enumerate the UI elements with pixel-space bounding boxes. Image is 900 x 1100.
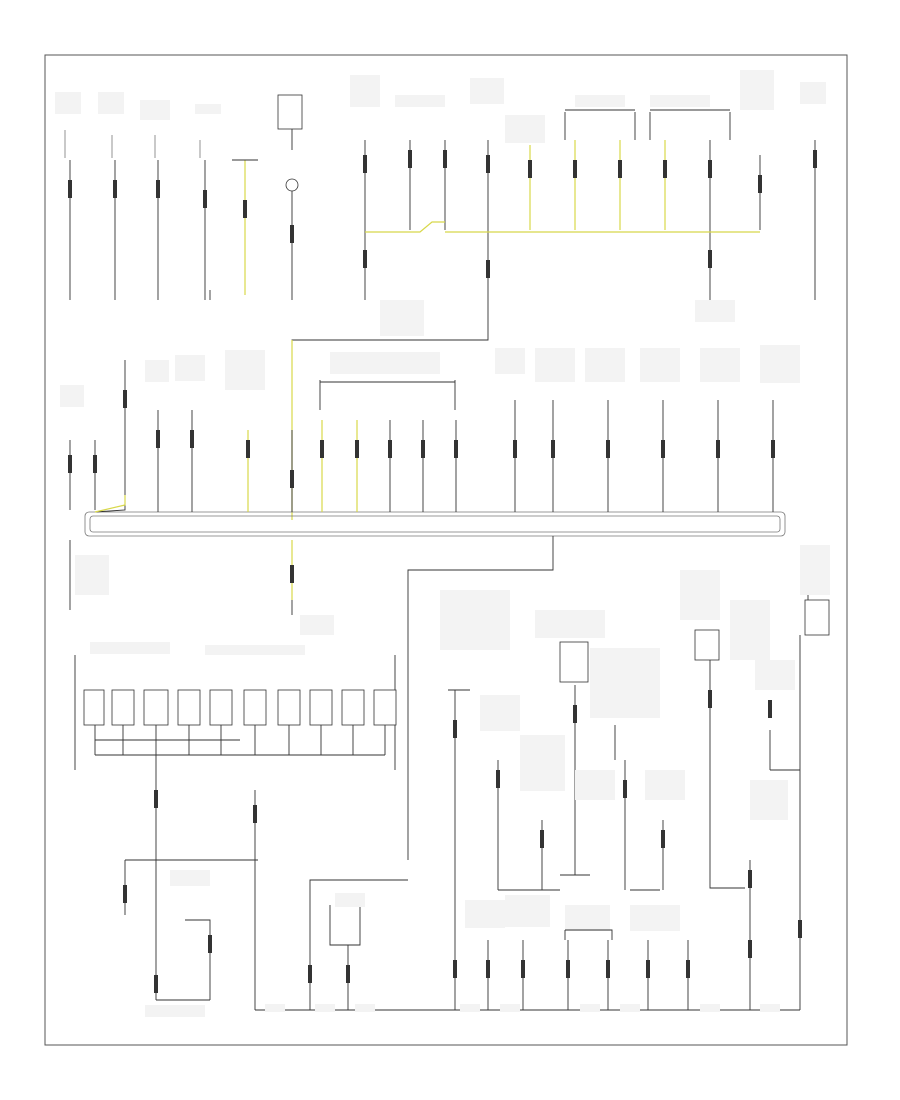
middle-section: [60, 345, 800, 860]
top-switch-box: [277, 94, 303, 130]
diagram-frame: [44, 54, 848, 1046]
relay-boxes: [83, 689, 397, 726]
bottom-right-section: [255, 545, 830, 1012]
ground-splice-labels: [265, 1004, 780, 1012]
bottom-left-section: [74, 642, 397, 1017]
bulb-symbol: [285, 178, 299, 192]
top-section: [55, 70, 826, 520]
